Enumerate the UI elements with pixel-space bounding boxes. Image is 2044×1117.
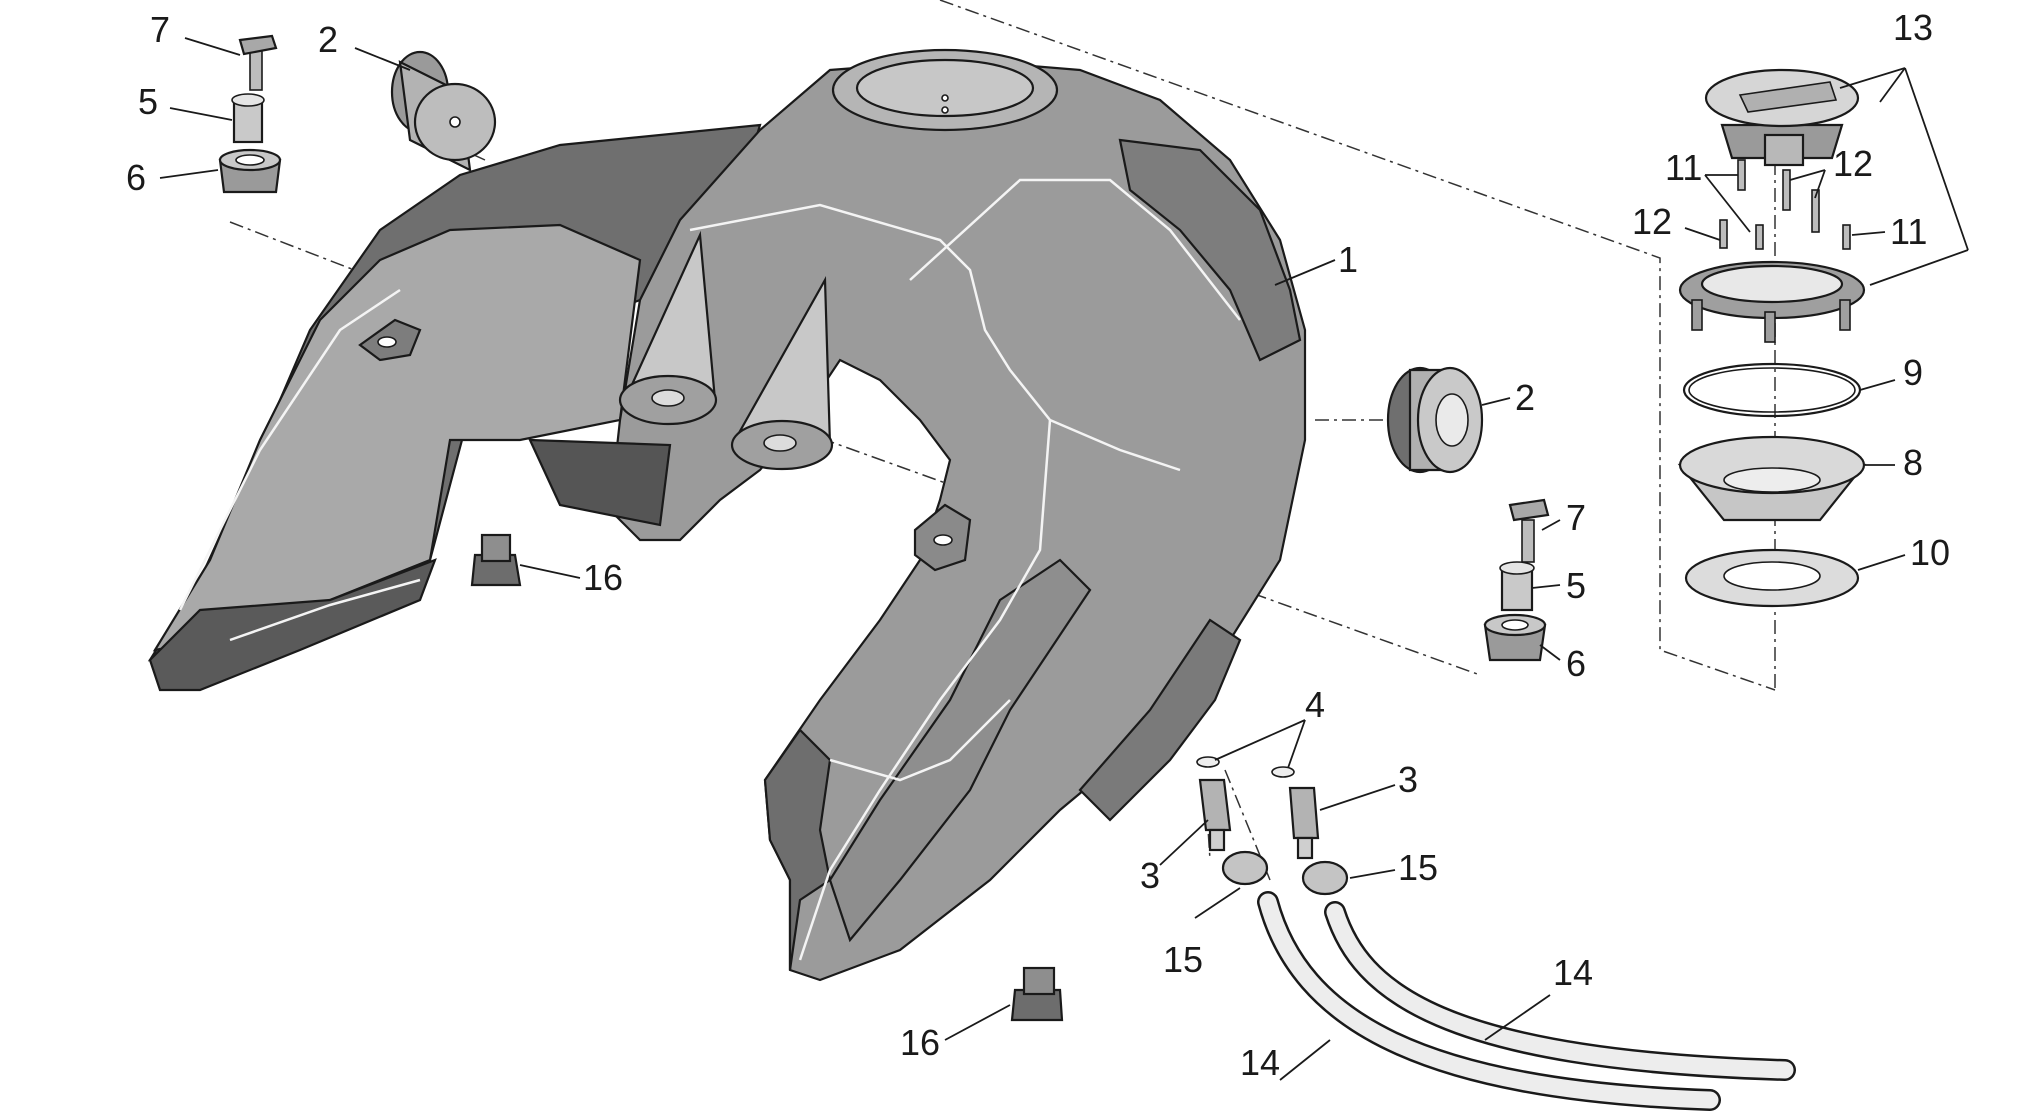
callout-label: 14 xyxy=(1240,1042,1280,1083)
callout-label: 2 xyxy=(1515,377,1535,418)
callout-label: 3 xyxy=(1140,855,1160,896)
part-rubber-buffer-2-right xyxy=(1386,366,1484,474)
callout-label: 1 xyxy=(1338,239,1358,280)
callout-label: 6 xyxy=(126,157,146,198)
part-spacer-5-left xyxy=(231,93,265,144)
callout-label: 11 xyxy=(1890,211,1927,252)
leader-lines xyxy=(159,37,1969,1081)
callout-label: 3 xyxy=(1398,759,1418,800)
part-fuel-cap-13 xyxy=(1704,68,1860,167)
part-washers-4 xyxy=(1196,756,1295,778)
callout-label: 12 xyxy=(1632,201,1672,242)
callout-label: 10 xyxy=(1910,532,1950,573)
callout-label: 16 xyxy=(583,557,623,598)
callout-label: 13 xyxy=(1893,7,1933,48)
callout-label: 11 xyxy=(1665,147,1702,188)
part-hoses-14 xyxy=(1257,891,1796,1111)
part-fittings-3 xyxy=(1198,778,1320,860)
callout-label: 4 xyxy=(1305,684,1325,725)
part-spacer-5-right xyxy=(1499,561,1535,612)
callout-label: 9 xyxy=(1903,352,1923,393)
callout-label: 7 xyxy=(150,9,170,50)
callout-label: 2 xyxy=(318,19,338,60)
part-clamps-15 xyxy=(1221,850,1349,896)
callout-label: 5 xyxy=(1566,565,1586,606)
part-bolt-7-right xyxy=(1508,498,1550,563)
part-seal-ring-9 xyxy=(1682,362,1862,418)
callout-label: 8 xyxy=(1903,442,1923,483)
callout-label: 15 xyxy=(1398,847,1438,888)
callout-label: 12 xyxy=(1833,143,1873,184)
part-plug-16-left xyxy=(470,533,522,587)
part-cup-8 xyxy=(1677,435,1867,522)
part-flange-ring xyxy=(1678,260,1866,343)
callout-label: 16 xyxy=(900,1022,940,1063)
part-grommet-6-left xyxy=(218,148,282,194)
part-screws-11-12 xyxy=(1719,159,1851,250)
part-grommet-6-right xyxy=(1483,613,1547,662)
callout-label: 14 xyxy=(1553,952,1593,993)
callout-label: 5 xyxy=(138,81,158,122)
callout-label: 15 xyxy=(1163,939,1203,980)
callout-label: 6 xyxy=(1566,643,1586,684)
part-plug-16-bottom xyxy=(1010,966,1064,1022)
fuel-tank-body xyxy=(147,48,1307,982)
part-rubber-buffer-2-left xyxy=(390,50,497,172)
part-gasket-10 xyxy=(1684,548,1860,608)
callout-label: 7 xyxy=(1566,497,1586,538)
callout-numbers: 7 2 5 6 1 2 7 5 6 16 16 4 3 3 15 15 14 1… xyxy=(126,7,1950,1083)
part-bolt-7-left xyxy=(238,34,278,91)
